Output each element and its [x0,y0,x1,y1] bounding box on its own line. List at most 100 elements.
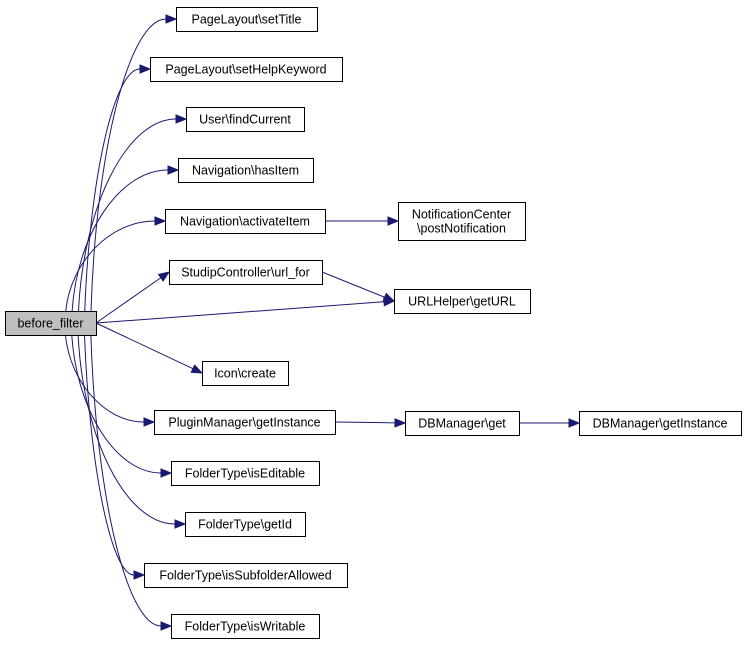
edge-pmgetinstance-to-dbget [334,418,407,428]
node-dbgetinstance[interactable]: DBManager\getInstance [579,411,742,436]
edge-before-filter-to-geturl [95,297,396,324]
arrowhead [165,14,178,24]
edge-line [64,334,145,423]
edge-line [71,169,169,312]
node-box [171,461,320,486]
arrowhead [133,570,146,580]
arrowhead [160,468,173,478]
edge-before-filter-to-hasitem [71,165,180,312]
node-iseditable[interactable]: FolderType\isEditable [171,461,320,486]
node-dbget[interactable]: DBManager\get [405,411,520,436]
node-getid[interactable]: FolderType\getId [185,512,306,537]
node-label: \postNotification [417,222,506,236]
node-before-filter[interactable]: before_filter [5,311,97,336]
edge-before-filter-to-findcurrent [78,114,188,312]
node-sethelpkeyword[interactable]: PageLayout\setHelpKeyword [150,57,343,82]
edge-before-filter-to-pmgetinstance [64,334,156,427]
arrowhead [394,418,407,428]
edges-layer [64,14,581,631]
arrowhead [167,165,180,175]
node-box [202,361,289,386]
node-box [394,289,531,314]
node-box [185,512,306,537]
edge-before-filter-to-iseditable [71,334,173,478]
node-box [176,7,318,32]
edge-before-filter-to-getid [77,334,187,529]
edge-activateitem-to-postnotification [325,216,400,226]
edge-line [78,118,177,312]
node-url-for[interactable]: StudipController\url_for [169,260,323,285]
edge-before-filter-to-activateitem [65,216,167,312]
node-geturl[interactable]: URLHelper\getURL [394,289,531,314]
edge-dbget-to-dbgetinstance [519,418,581,428]
node-box [171,614,320,639]
node-box [178,158,314,183]
node-hasitem[interactable]: Navigation\hasItem [178,158,314,183]
arrowhead [139,64,152,74]
node-box [579,411,742,436]
node-label: PluginManager\getInstance [168,416,320,430]
arrowhead [143,417,156,427]
arrowhead [157,271,171,282]
edge-line [321,271,385,298]
edge-line [334,421,396,424]
arrowhead [175,114,188,124]
node-findcurrent[interactable]: User\findCurrent [186,107,305,132]
edge-before-filter-to-settitle [90,14,178,312]
edge-line [95,322,194,370]
edge-url-for-to-geturl [321,271,396,302]
node-label: before_filter [17,317,83,331]
arrowhead [190,364,204,374]
arrowhead [387,216,400,226]
edge-line [84,68,141,312]
node-box [150,57,343,82]
node-box [5,311,97,336]
node-issubfolderallowed[interactable]: FolderType\isSubfolderAllowed [144,563,348,588]
node-label: DBManager\get [418,417,506,431]
node-box [169,260,323,285]
node-label: PageLayout\setHelpKeyword [165,63,326,77]
node-label: FolderType\isSubfolderAllowed [159,569,331,583]
node-label: PageLayout\setTitle [191,13,301,27]
node-box [144,563,348,588]
arrowhead [174,519,187,529]
edge-line [90,18,167,312]
node-settitle[interactable]: PageLayout\setTitle [176,7,318,32]
nodes-layer: before_filter PageLayout\setTitlePageLayo… [5,7,742,639]
edge-line [95,277,162,324]
arrowhead [160,621,173,631]
node-label: User\findCurrent [199,113,291,127]
node-iconcreate[interactable]: Icon\create [202,361,289,386]
node-label: URLHelper\getURL [408,295,516,309]
node-label: NotificationCenter [412,208,511,222]
node-label: FolderType\getId [198,518,292,532]
edge-line [90,334,162,627]
node-label: DBManager\getInstance [593,417,728,431]
node-iswritable[interactable]: FolderType\isWritable [171,614,320,639]
edge-line [95,301,385,324]
edge-before-filter-to-iconcreate [95,322,204,374]
edge-before-filter-to-iswritable [90,334,173,631]
edge-line [65,220,156,312]
node-label: FolderType\isEditable [185,467,305,481]
edge-line [77,334,176,525]
node-label: Navigation\activateItem [180,215,310,229]
node-postnotification[interactable]: NotificationCenter\postNotification [398,202,526,241]
node-label: Navigation\hasItem [192,164,299,178]
node-box [398,202,526,241]
arrowhead [154,216,167,226]
edge-before-filter-to-issubfolderallowed [84,334,146,580]
node-activateitem[interactable]: Navigation\activateItem [165,209,326,234]
edge-before-filter-to-sethelpkeyword [84,64,152,312]
node-label: FolderType\isWritable [185,620,306,634]
node-box [154,410,336,435]
edge-line [84,334,135,576]
edge-line [71,334,162,474]
node-label: Icon\create [214,367,276,381]
node-label: StudipController\url_for [181,266,310,280]
node-pmgetinstance[interactable]: PluginManager\getInstance [154,410,336,435]
arrowhead [382,292,396,302]
node-box [165,209,326,234]
arrowhead [568,418,581,428]
